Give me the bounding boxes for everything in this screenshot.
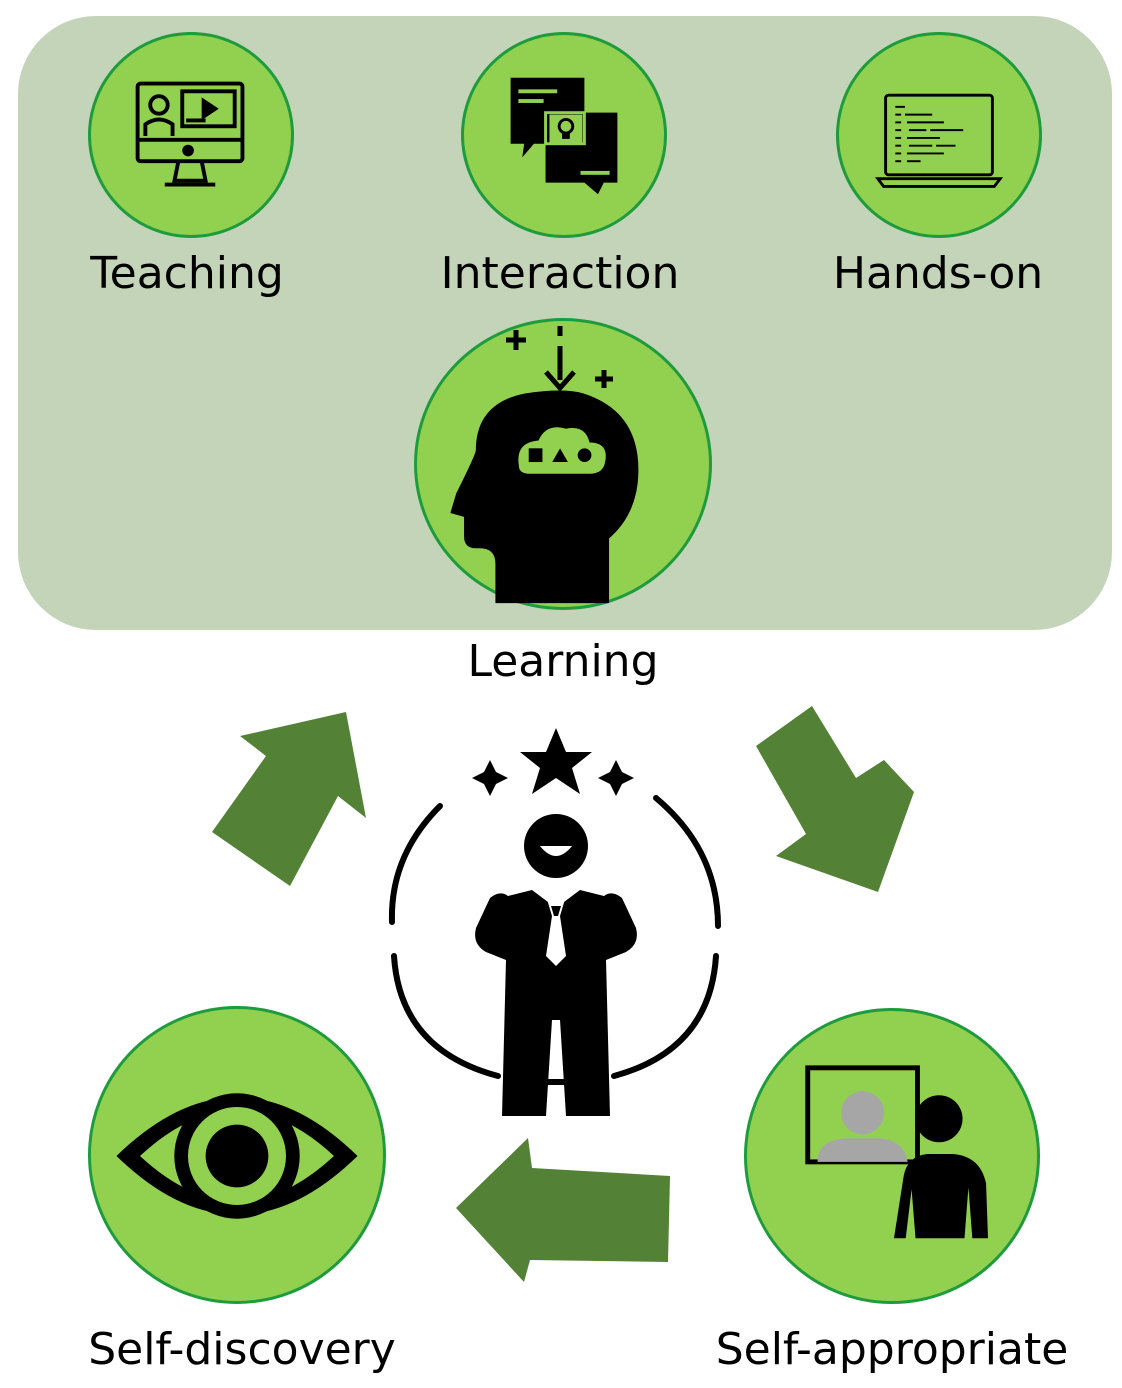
self-discovery-label: Self-discovery — [88, 1324, 396, 1375]
learning-label: Learning — [467, 636, 659, 687]
monitor-video-teacher-icon — [135, 81, 245, 187]
teaching-label: Teaching — [90, 248, 284, 299]
learning-circle — [414, 318, 712, 610]
self-appropriate-circle — [744, 1008, 1040, 1304]
hands-on-circle — [836, 32, 1042, 238]
presenter-board-icon — [805, 1065, 989, 1239]
laptop-code-icon — [874, 93, 1004, 188]
eye-icon — [116, 1093, 358, 1219]
teaching-circle — [88, 32, 294, 238]
hands-on-label: Hands-on — [832, 248, 1044, 299]
interaction-label: Interaction — [440, 248, 680, 299]
self-appropriate-label: Self-appropriate — [715, 1324, 1069, 1375]
head-shapes-icon — [450, 390, 639, 604]
confident-person-star-icon — [388, 728, 721, 1116]
chat-bubbles-lightbulb-icon — [510, 77, 618, 195]
down-arrow-plus-icon — [506, 326, 613, 392]
arrow-up-right — [212, 712, 366, 886]
self-discovery-circle — [88, 1006, 386, 1304]
interaction-circle — [461, 32, 667, 238]
arrow-left — [456, 1138, 670, 1282]
arrow-down-right — [756, 706, 914, 892]
